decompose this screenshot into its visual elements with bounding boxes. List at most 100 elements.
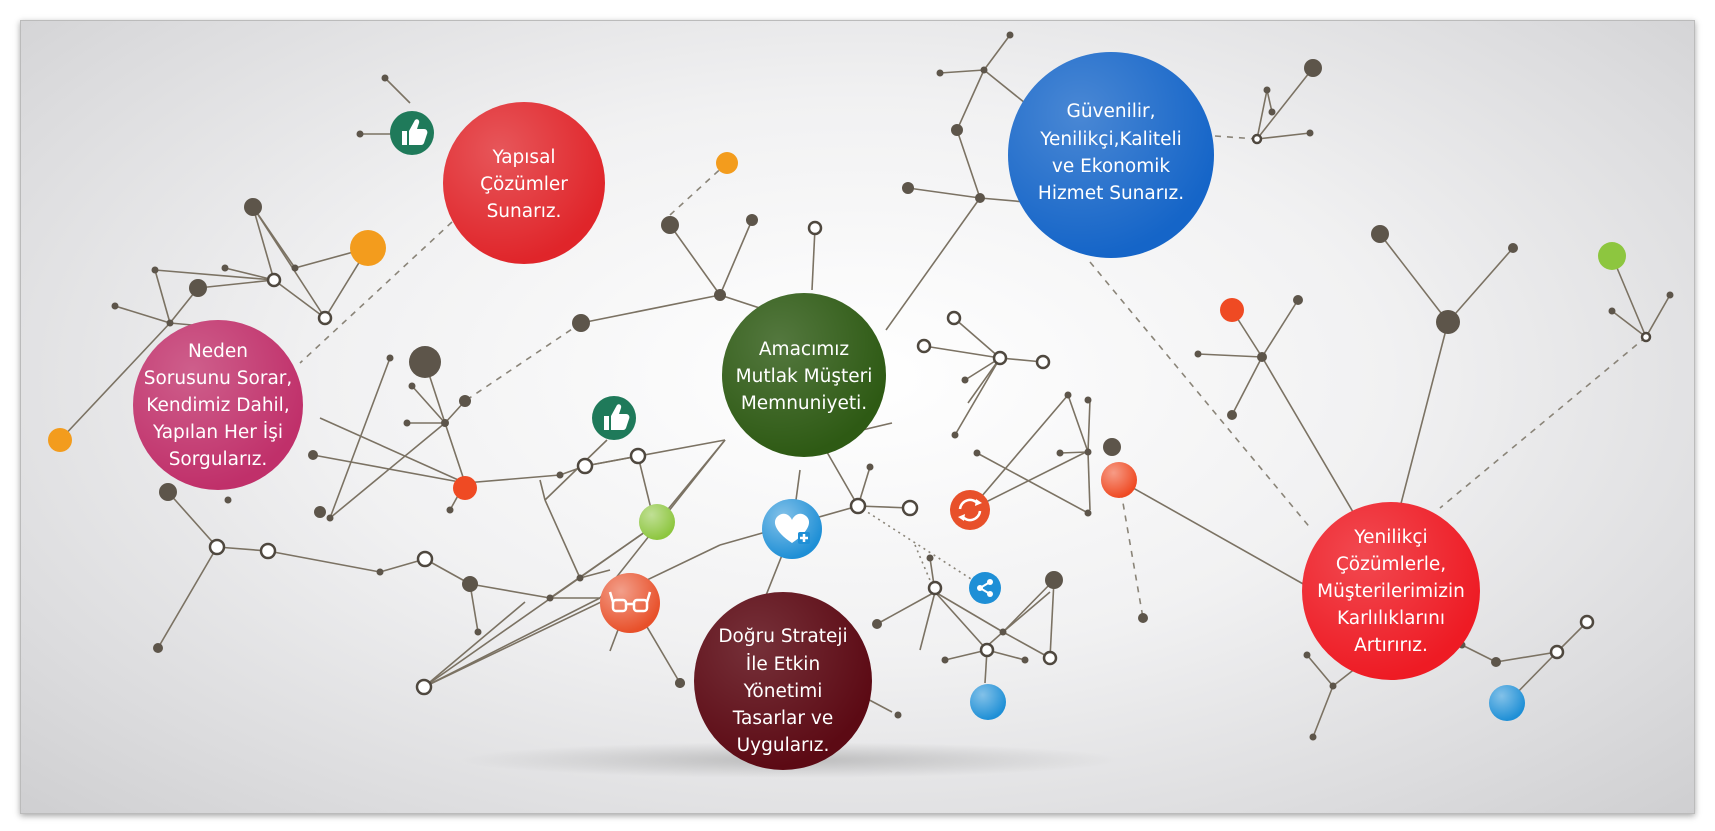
network-node <box>224 496 232 504</box>
bubble-line: Yapılan Her İşi <box>152 422 283 443</box>
bubble-line: Sorgularız. <box>169 449 268 470</box>
network-node <box>1371 225 1389 243</box>
network-node <box>980 66 988 74</box>
bubble-innovative-solutions: Yenilikçi Çözümlerle, Müşterilerimizin K… <box>1302 502 1480 680</box>
network-node <box>1103 438 1121 456</box>
bubble-line: Yenilikçi <box>1353 527 1427 548</box>
network-node <box>1491 657 1501 667</box>
accent-ball-orange <box>716 152 738 174</box>
bubble-line: Amacımız <box>759 339 849 360</box>
network-node <box>951 431 959 439</box>
network-node <box>356 130 364 138</box>
network-node <box>1056 449 1064 457</box>
dashed-connectors <box>299 135 1647 619</box>
network-node <box>961 376 969 384</box>
network-node <box>1064 391 1072 399</box>
network-node <box>1263 86 1271 94</box>
network-node <box>208 538 226 556</box>
network-node <box>973 449 981 457</box>
network-node <box>1257 352 1267 362</box>
accent-ball-orange <box>48 428 72 452</box>
network-node <box>1508 243 1518 253</box>
network-node <box>1303 651 1311 659</box>
network-node <box>408 382 416 390</box>
network-node <box>1293 295 1303 305</box>
network-node <box>459 395 471 407</box>
network-node <box>1251 133 1263 145</box>
network-node <box>1436 310 1460 334</box>
network-node <box>916 338 932 354</box>
accent-balls <box>48 152 1626 721</box>
network-node <box>951 124 963 136</box>
network-node <box>872 619 882 629</box>
network-node <box>462 576 478 592</box>
network-node <box>1329 682 1337 690</box>
network-node <box>153 643 163 653</box>
network-node <box>111 302 119 310</box>
dark-nodes <box>111 31 1674 741</box>
bubble-line: Müşterilerimizin <box>1317 581 1465 602</box>
network-node <box>244 198 262 216</box>
network-node <box>1666 291 1674 299</box>
network-node <box>661 216 679 234</box>
network-node <box>1138 613 1148 623</box>
network-node <box>849 497 867 515</box>
network-node <box>1035 354 1051 370</box>
network-node <box>1042 650 1058 666</box>
accent-ball-gloss <box>1101 462 1137 498</box>
bubble-line: Yenilikçi,Kaliteli <box>1039 129 1182 150</box>
network-node <box>576 457 594 475</box>
network-node <box>1549 644 1565 660</box>
network-node <box>376 568 384 576</box>
network-node <box>1309 733 1317 741</box>
network-node <box>1021 656 1029 664</box>
network-node <box>927 580 943 596</box>
network-node <box>1084 509 1092 517</box>
network-node <box>314 506 326 518</box>
network-node <box>936 69 944 77</box>
accent-ball-green <box>1598 242 1626 270</box>
hollow-nodes <box>208 133 1652 696</box>
bubble-question-everything: Neden Sorusunu Sorar, Kendimiz Dahil, Ya… <box>133 320 303 490</box>
bubble-line: Güvenilir, <box>1066 101 1155 122</box>
network-node <box>1306 129 1314 137</box>
network-node <box>576 574 584 582</box>
bubble-right-strategy: Doğru Strateji İle Etkin Yönetimi Tasarl… <box>694 592 872 770</box>
accent-ball-gloss <box>639 504 675 540</box>
bubble-line: Kendimiz Dahil, <box>146 395 289 416</box>
network-node <box>746 214 758 226</box>
accent-ball-orange <box>350 230 386 266</box>
share-icon <box>969 572 1001 604</box>
network-node <box>159 483 177 501</box>
network-node <box>403 419 411 427</box>
network-node <box>326 514 334 522</box>
network-node <box>1194 350 1202 358</box>
network-node <box>221 264 229 272</box>
bubble-line: Çözümlerle, <box>1336 554 1446 575</box>
bubble-line: Memnuniyeti. <box>741 393 867 414</box>
accent-ball-red <box>453 476 477 500</box>
network-node <box>1304 59 1322 77</box>
bubble-structural-solutions: Yapısal Çözümler Sunarız. <box>443 102 605 264</box>
network-node <box>926 554 934 562</box>
network-node <box>416 550 434 568</box>
bubble-line: İle Etkin <box>746 654 820 675</box>
network-node <box>1579 614 1595 630</box>
network-node <box>572 314 590 332</box>
network-node <box>807 220 823 236</box>
bubble-line: Mutlak Müşteri <box>736 366 873 387</box>
network-node <box>1268 108 1276 116</box>
network-node <box>975 193 985 203</box>
network-node <box>1045 571 1063 589</box>
heart-plus-icon <box>762 499 822 559</box>
bubble-line: Hizmet Sunarız. <box>1038 183 1184 204</box>
network-node <box>441 419 449 427</box>
bubble-line: Çözümler <box>480 174 568 195</box>
network-node <box>1608 307 1616 315</box>
network-node <box>386 354 394 362</box>
network-node <box>894 711 902 719</box>
accent-ball-gloss <box>970 684 1006 720</box>
network-node <box>266 272 282 288</box>
network-node <box>381 74 389 82</box>
